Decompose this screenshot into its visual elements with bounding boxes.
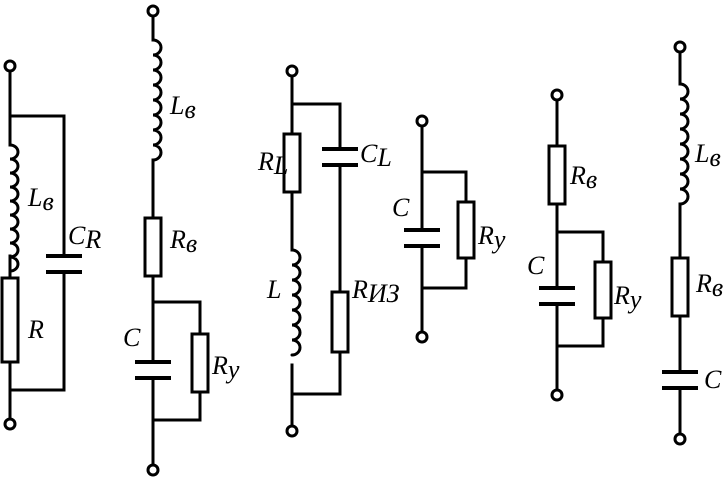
capacitor-cr-1 — [46, 254, 82, 274]
inductor-lv-6 — [678, 82, 690, 206]
circuit-5-wires — [555, 98, 605, 392]
label-circuit-5-c: C — [527, 251, 545, 280]
terminal-top-5 — [550, 88, 564, 102]
label-circuit-1-r: R — [27, 315, 44, 344]
label-circuit-2-rv: Rв — [169, 225, 197, 258]
capacitor-c-2 — [135, 360, 171, 380]
circuit-4: C Rу — [392, 114, 506, 344]
terminal-top-4 — [415, 114, 429, 128]
terminal-top-1 — [3, 59, 17, 73]
resistor-ry-2 — [190, 332, 210, 394]
capacitor-c-5 — [539, 286, 575, 306]
label-circuit-1-cr: CR — [68, 221, 101, 254]
terminal-bottom-1 — [3, 417, 17, 431]
resistor-rv-5 — [547, 144, 567, 206]
circuit-2: Lв Rв C Rу — [123, 4, 240, 477]
capacitor-c-6 — [662, 370, 698, 390]
resistor-rl-3 — [282, 132, 302, 194]
label-circuit-2-lv: Lв — [169, 91, 196, 124]
terminal-top-2 — [146, 4, 160, 18]
circuit-3: RL CL L RИЗ — [257, 64, 400, 438]
resistor-ry-4 — [456, 200, 476, 260]
circuit-2-wires — [151, 13, 202, 468]
label-circuit-1-lv: Lв — [27, 183, 54, 216]
terminal-top-3 — [285, 64, 299, 78]
circuit-1-wires — [8, 70, 66, 420]
label-circuit-4-c: C — [392, 193, 410, 222]
capacitor-cl-3 — [322, 147, 358, 167]
resistor-r-1 — [0, 276, 20, 364]
label-circuit-3-rl: RL — [257, 147, 288, 180]
circuit-4-wires — [420, 124, 468, 334]
label-circuit-3-l: L — [266, 275, 281, 304]
circuit-6: Lв Rв C — [662, 40, 723, 446]
terminal-bottom-3 — [285, 424, 299, 438]
label-circuit-6-lv: Lв — [694, 139, 721, 172]
inductor-lv-1 — [8, 143, 20, 273]
inductor-l-3 — [290, 248, 302, 357]
label-circuit-4-ry: Rу — [477, 221, 506, 254]
label-circuit-6-rv: Rв — [695, 269, 723, 302]
resistor-riz-3 — [330, 290, 350, 354]
resistor-rv-2 — [143, 216, 163, 278]
label-circuit-5-rv: Rв — [569, 161, 597, 194]
circuit-1: Lв CR R — [0, 59, 101, 431]
label-circuit-2-c: C — [123, 323, 141, 352]
label-circuit-3-cl: CL — [360, 139, 392, 172]
circuit-5: Rв C Rу — [527, 88, 642, 402]
resistor-rv-6 — [670, 256, 690, 318]
inductor-lv-2 — [151, 38, 163, 162]
terminal-bottom-4 — [415, 330, 429, 344]
label-circuit-5-ry: Rу — [613, 281, 642, 314]
terminal-bottom-5 — [550, 388, 564, 402]
terminal-top-6 — [673, 40, 687, 54]
label-circuit-2-ry: Rу — [211, 351, 240, 384]
resistor-ry-5 — [593, 260, 613, 320]
terminal-bottom-6 — [673, 432, 687, 446]
capacitor-c-4 — [404, 228, 440, 248]
label-circuit-3-riz: RИЗ — [351, 275, 400, 308]
circuit-3-wires — [290, 74, 342, 428]
label-circuit-6-c: C — [704, 365, 722, 394]
terminal-bottom-2 — [146, 463, 160, 477]
